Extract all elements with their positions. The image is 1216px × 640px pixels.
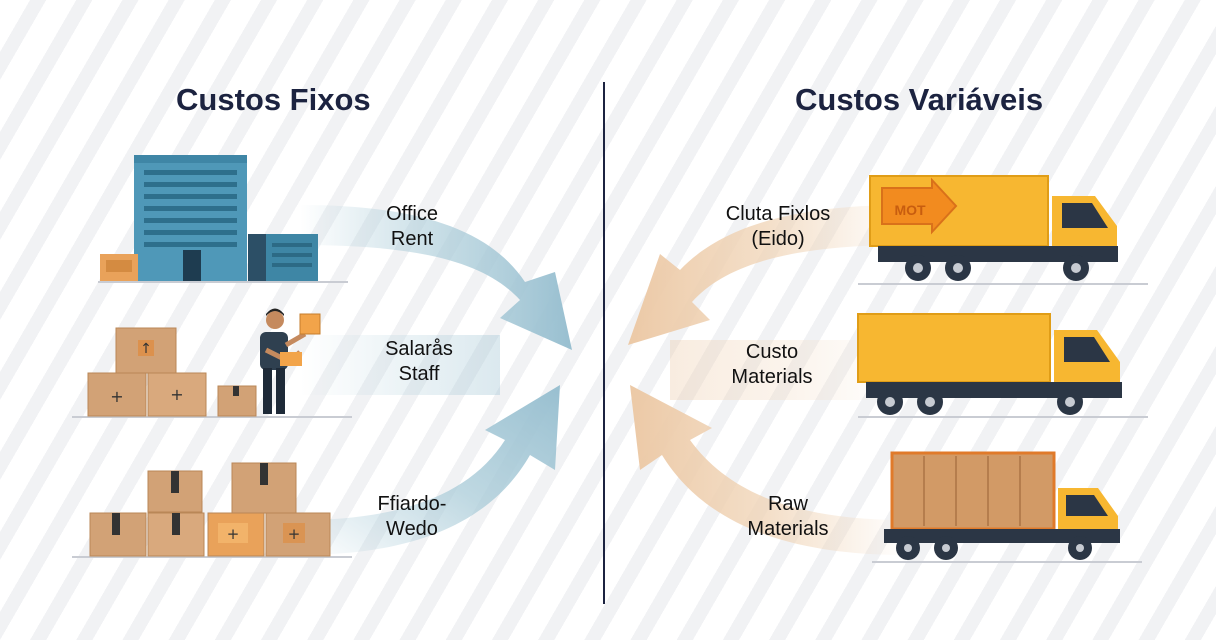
label-salaries-staff: Salarås Staff [374, 337, 464, 387]
svg-text:+: + [170, 385, 183, 404]
cargo-truck-illustration [884, 451, 1120, 560]
arrow-cluta-fixlos [628, 205, 905, 345]
office-building-illustration [100, 155, 318, 281]
ground-line [858, 283, 1148, 285]
svg-text:↑: ↑ [140, 341, 152, 357]
arrow-office-rent [300, 205, 572, 350]
label-line: Office [386, 203, 438, 225]
label-line: (Eido) [751, 228, 805, 250]
center-divider [603, 82, 605, 604]
label-line: Rent [390, 228, 434, 250]
label-office-rent: Office Rent [372, 202, 452, 252]
label-raw-materials: Raw Materials [738, 492, 838, 542]
ground-line [72, 556, 352, 558]
arrow-salaries [300, 335, 500, 395]
label-cluta-fixlos: Cluta Fixlos (Eido) [718, 202, 838, 252]
stacked-boxes-illustration: + + [89, 462, 331, 557]
variable-costs-title: Custos Variáveis [795, 82, 1044, 117]
ground-line [858, 416, 1148, 418]
label-custo-materials: Custo Materials [722, 340, 822, 390]
box-truck-illustration [857, 313, 1122, 415]
worker-with-boxes-illustration: ↑ + + [87, 308, 321, 417]
label-line: Materials [731, 366, 813, 388]
svg-text:+: + [110, 387, 123, 406]
label-line: Materials [747, 518, 829, 540]
label-ffiardo-wedo: Ffiardo- Wedo [362, 492, 462, 542]
arrow-ffiardo [300, 385, 560, 555]
ground-line [98, 281, 348, 283]
label-line: Ffiardo- [377, 493, 447, 515]
label-line: Wedo [386, 518, 438, 540]
label-line: Cluta Fixlos [725, 203, 831, 225]
ground-line [72, 416, 352, 418]
arrow-custo-materials [670, 340, 905, 400]
label-line: Salarås [385, 338, 453, 360]
fixed-costs-title: Custos Fixos [176, 82, 371, 117]
label-line: Staff [398, 363, 440, 385]
ground-line [872, 561, 1142, 563]
svg-text:+: + [288, 525, 301, 543]
label-line: Custo [745, 341, 799, 363]
truck-sign: MOT [894, 202, 926, 218]
svg-text:+: + [227, 525, 240, 543]
delivery-truck-illustration: MOT [869, 175, 1118, 281]
arrow-raw-materials [630, 385, 905, 555]
label-line: Raw [767, 493, 808, 515]
